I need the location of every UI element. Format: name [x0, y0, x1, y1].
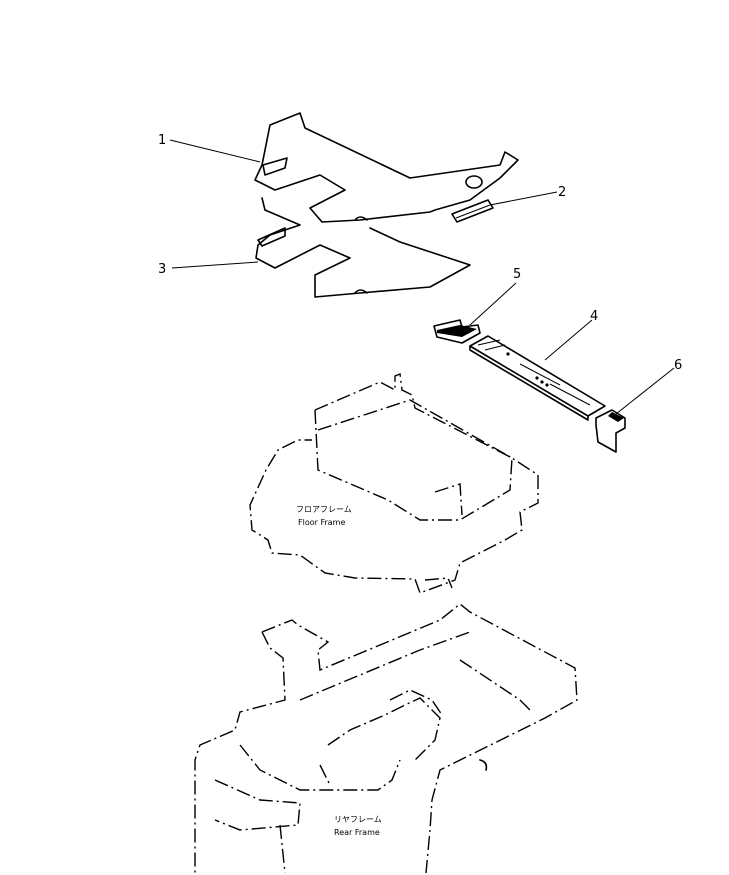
callout-1: 1 — [158, 133, 166, 148]
floor-frame-label-en: Floor Frame — [298, 518, 345, 527]
part-3-floor-mat — [255, 197, 471, 298]
callout-6: 6 — [674, 358, 682, 373]
part-1-floor-plate — [254, 112, 519, 223]
part-6-bracket — [595, 409, 626, 453]
floor-frame-label-jp: フロアフレーム — [296, 505, 352, 514]
callout-2: 2 — [558, 185, 566, 200]
rear-frame-outline — [194, 603, 578, 874]
leader-lines — [169, 139, 675, 415]
callout-4: 4 — [590, 309, 598, 324]
callout-3: 3 — [158, 262, 166, 277]
rear-frame-label-en: Rear Frame — [334, 828, 380, 837]
callout-numbers: 1 2 3 5 4 6 — [158, 133, 682, 373]
callout-5: 5 — [513, 267, 521, 282]
frame-labels: フロアフレーム Floor Frame リヤフレーム Rear Frame — [296, 505, 382, 837]
rear-frame-label-jp: リヤフレーム — [334, 815, 382, 824]
part-4-long-plate — [469, 335, 606, 421]
part-2-pad — [451, 199, 494, 223]
part-5-block — [433, 319, 481, 344]
floor-frame-outline — [249, 373, 539, 594]
